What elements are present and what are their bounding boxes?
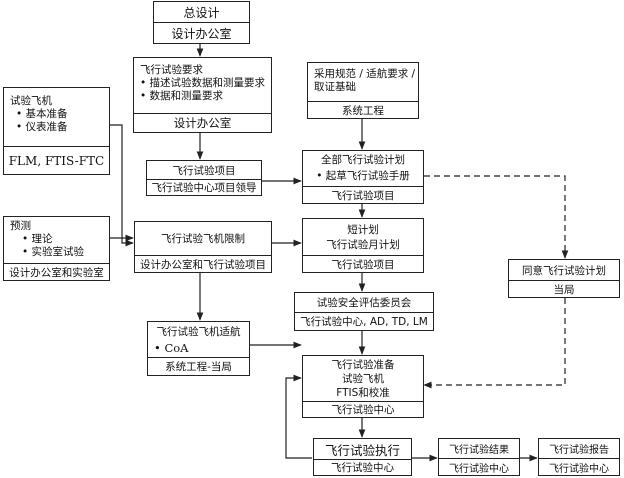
box-aircraft-limits-owner: 设计办公室和飞行试验项目 xyxy=(135,255,271,272)
box-test-report-owner: 飞行试验中心 xyxy=(539,458,619,475)
box-full-test-plan-title: 全部飞行试验计划 xyxy=(321,154,405,166)
box-airworthiness-title: 飞行试验飞机适航 xyxy=(156,326,241,338)
box-test-results: 飞行试验结果 飞行试验中心 xyxy=(438,438,520,476)
box-test-preparation-line1: 飞行试验准备 xyxy=(331,359,395,371)
box-test-aircraft-owner: FLM, FTIS-FTC xyxy=(4,146,109,174)
box-airworthiness-item: • CoA xyxy=(154,340,189,355)
box-aircraft-limits-title: 飞行试验飞机限制 xyxy=(161,233,245,245)
requirement-item-1: • 描述试验数据和测量要求 xyxy=(140,77,266,89)
box-test-aircraft-title: 试验飞机 xyxy=(10,95,52,107)
dashed-arrow-full-plan-to-approval xyxy=(424,175,569,259)
aircraft-item-2: • 仪表准备 xyxy=(16,121,68,133)
dashed-arrow-approval-to-preparation xyxy=(423,298,566,389)
box-short-plan-owner: 飞行试验项目 xyxy=(303,255,423,272)
arrow-execution-feedback xyxy=(285,374,312,459)
box-general-design: 总设计 设计办公室 xyxy=(153,1,250,44)
box-test-report-title: 飞行试验报告 xyxy=(549,445,609,456)
box-plan-approval-owner: 当局 xyxy=(509,280,619,297)
aircraft-item-1: • 基本准备 xyxy=(16,108,68,120)
box-test-execution: 飞行试验执行 飞行试验中心 xyxy=(313,438,412,476)
box-short-plan-line2: 飞行试验月计划 xyxy=(326,239,400,251)
box-full-test-plan-item: • 起草飞行试验手册 xyxy=(316,170,410,182)
box-test-report: 飞行试验报告 飞行试验中心 xyxy=(538,438,620,476)
box-test-requirements-owner: 设计办公室 xyxy=(134,113,271,132)
box-test-execution-title: 飞行试验执行 xyxy=(324,442,400,458)
box-standards-text: 采用规范 / 适航要求 / 取证基础 xyxy=(308,63,418,99)
box-prediction-list: 预测 • 理论 • 实验室试验 xyxy=(4,217,109,263)
prediction-item-1: • 理论 xyxy=(22,233,53,245)
box-test-preparation-owner: 飞行试验中心 xyxy=(303,401,423,417)
box-airworthiness: 飞行试验飞机适航 • CoA 系统工程-当局 xyxy=(147,321,250,376)
arrow-aircraft-to-limits xyxy=(110,124,134,247)
box-general-design-title: 总设计 xyxy=(183,5,220,20)
box-test-execution-owner: 飞行试验中心 xyxy=(314,459,411,475)
box-full-test-plan: 全部飞行试验计划 • 起草飞行试验手册 飞行试验项目 xyxy=(302,150,424,204)
box-prediction-title: 预测 xyxy=(10,220,31,232)
box-test-preparation: 飞行试验准备 试验飞机 FTIS和校准 飞行试验中心 xyxy=(302,355,424,418)
box-general-design-owner: 设计办公室 xyxy=(154,22,249,43)
box-standards: 采用规范 / 适航要求 / 取证基础 系统工程 xyxy=(307,62,419,119)
box-test-aircraft-list: 试验飞机 • 基本准备 • 仪表准备 xyxy=(4,88,109,146)
box-test-preparation-line3: FTIS和校准 xyxy=(336,387,390,399)
box-full-test-plan-owner: 飞行试验项目 xyxy=(303,186,423,203)
prediction-item-2: • 实验室试验 xyxy=(22,246,85,258)
box-standards-line2: 取证基础 xyxy=(314,81,356,93)
box-safety-committee-owner: 飞行试验中心, AD, TD, LM xyxy=(295,312,433,330)
box-plan-approval-title: 同意飞行试验计划 xyxy=(522,264,606,277)
box-test-requirements: 飞行试验要求 • 描述试验数据和测量要求 • 数据和测量要求 设计办公室 xyxy=(133,57,272,133)
box-test-project-owner: 飞行试验中心项目领导 xyxy=(147,179,261,195)
box-test-project: 飞行试验项目 飞行试验中心项目领导 xyxy=(146,160,262,196)
box-prediction: 预测 • 理论 • 实验室试验 设计办公室和实验室 xyxy=(3,216,110,281)
box-short-plan-line1: 短计划 xyxy=(347,223,379,236)
box-aircraft-limits: 飞行试验飞机限制 设计办公室和飞行试验项目 xyxy=(134,221,272,273)
box-standards-owner: 系统工程 xyxy=(308,101,418,118)
box-safety-committee: 试验安全评估委员会 飞行试验中心, AD, TD, LM xyxy=(294,292,434,331)
box-test-requirements-title: 飞行试验要求 xyxy=(140,64,203,76)
box-test-preparation-line2: 试验飞机 xyxy=(342,373,384,385)
box-test-project-title: 飞行试验项目 xyxy=(172,164,236,177)
box-test-results-owner: 飞行试验中心 xyxy=(439,458,519,475)
box-plan-approval: 同意飞行试验计划 当局 xyxy=(508,259,620,298)
box-standards-line1: 采用规范 / 适航要求 / xyxy=(314,68,416,80)
box-test-aircraft: 试验飞机 • 基本准备 • 仪表准备 FLM, FTIS-FTC xyxy=(3,87,110,175)
requirement-item-2: • 数据和测量要求 xyxy=(140,90,224,102)
box-safety-committee-title: 试验安全评估委员会 xyxy=(316,297,412,309)
box-test-results-title: 飞行试验结果 xyxy=(449,445,509,456)
box-short-plan: 短计划 飞行试验月计划 飞行试验项目 xyxy=(302,218,424,273)
box-test-requirements-list: 飞行试验要求 • 描述试验数据和测量要求 • 数据和测量要求 xyxy=(134,58,271,113)
box-airworthiness-owner: 系统工程-当局 xyxy=(148,357,249,375)
box-prediction-owner: 设计办公室和实验室 xyxy=(4,263,109,280)
